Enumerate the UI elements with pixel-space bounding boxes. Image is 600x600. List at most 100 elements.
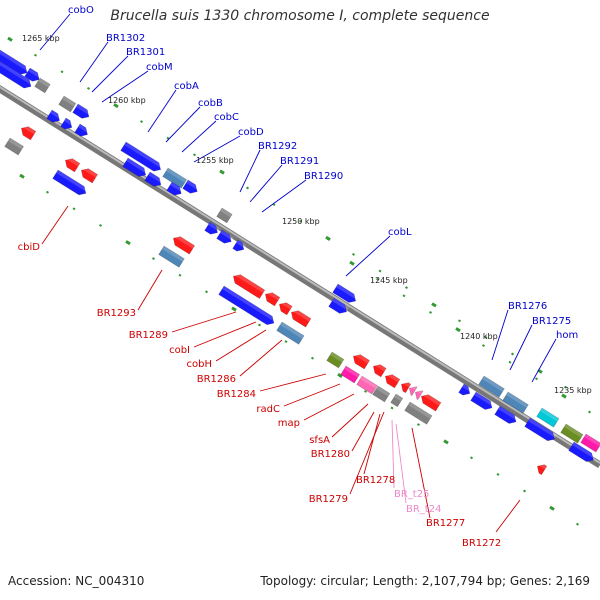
label-leaders [39, 13, 557, 533]
scale-tick [587, 410, 592, 414]
scale-label: 1260 kbp [108, 96, 146, 105]
leader-line [249, 164, 283, 203]
gene-shade [186, 180, 200, 191]
gene-shade [402, 380, 411, 388]
leader-line [349, 411, 385, 495]
gene-label: BR1284 [217, 389, 256, 400]
gene-shade [0, 50, 30, 72]
scale-tick [257, 323, 262, 327]
gene-feature [182, 179, 200, 194]
gene-label: sfsA [309, 435, 330, 446]
gene-shade [482, 376, 505, 392]
gene-shade [174, 234, 195, 249]
scale-tick [45, 190, 50, 194]
scale-tick [298, 219, 303, 223]
topology-stats: Topology: circular; Length: 2,107,794 bp… [260, 574, 590, 588]
gene-label: cobC [214, 112, 239, 123]
gene-label: BR_t25 [394, 489, 429, 500]
gene-arrow [232, 274, 266, 299]
scale-label: 1265 kbp [22, 34, 60, 43]
scale-tick [166, 136, 170, 140]
gene-label: cobB [198, 98, 223, 109]
scale-tick [192, 153, 197, 157]
gene-shade [422, 392, 441, 406]
gene-arrow [536, 407, 560, 428]
gene-label: BR1302 [106, 33, 145, 44]
scale-tick [151, 257, 156, 261]
gene-arrow [34, 77, 51, 94]
gene-feature [536, 407, 560, 428]
gene-shade [572, 442, 597, 459]
leader-line [491, 309, 509, 361]
scale-tick [484, 335, 488, 339]
gene-shade [336, 284, 359, 300]
gene-label: BR1278 [356, 475, 395, 486]
scale-tick [125, 240, 131, 246]
gene-label: BR1301 [126, 47, 165, 58]
gene-arrow [60, 117, 73, 130]
leader-line [395, 423, 407, 504]
gene-arrow [158, 245, 185, 268]
gene-shade [386, 372, 400, 383]
gene-shade [344, 366, 360, 378]
gene-shade [528, 418, 558, 438]
gene-arrow [332, 283, 357, 303]
leader-line [41, 205, 69, 245]
backbone-line [0, 85, 600, 468]
gene-arrow [46, 109, 60, 123]
gene-feature [502, 391, 529, 414]
gene-shade [236, 240, 247, 249]
scale-tick [310, 356, 315, 360]
gene-label: BR1293 [97, 308, 136, 319]
gene-shade [462, 384, 473, 393]
leader-line [165, 106, 201, 143]
gene-shade [538, 462, 547, 470]
gene-feature [494, 405, 519, 424]
gene-arrow [356, 375, 378, 395]
scale-tick [481, 344, 486, 348]
gene-shade [220, 208, 233, 218]
leader-line [101, 70, 149, 103]
gene-feature [278, 300, 293, 316]
scale-tick [72, 207, 76, 211]
gene-arrow [470, 391, 493, 410]
gene-label: cobI [169, 345, 190, 356]
gene-feature [524, 417, 558, 442]
gene-feature [404, 401, 433, 425]
leader-line [193, 321, 257, 348]
gene-arrow [74, 123, 88, 137]
gene-shade [280, 300, 293, 310]
scale-label: 1250 kbp [282, 217, 320, 226]
gene-shade [330, 352, 344, 363]
gene-arrow [0, 49, 28, 75]
gene-arrow [216, 207, 233, 224]
gene-feature [408, 384, 418, 397]
gene-label: cobH [187, 359, 212, 370]
scale-tick [563, 385, 568, 389]
gene-feature [52, 169, 89, 196]
gene-feature [46, 109, 63, 123]
scale-tick [60, 70, 64, 74]
leader-line [411, 427, 431, 519]
scale-ticks [7, 36, 592, 526]
gene-arrow [372, 364, 387, 378]
scale-tick [375, 277, 380, 281]
gene-feature [352, 352, 370, 370]
scale-label: 1240 kbp [460, 332, 498, 341]
gene-feature [216, 207, 233, 224]
gene-label: BR1289 [129, 330, 168, 341]
gene-feature [0, 59, 34, 89]
gene-arrow [122, 157, 147, 177]
leader-line [39, 13, 71, 51]
gene-arrow [420, 394, 442, 412]
leader-line [147, 89, 177, 133]
scale-tick [325, 235, 331, 241]
scale-tick [378, 269, 382, 273]
leader-line [331, 403, 369, 438]
gene-arrow [502, 391, 529, 414]
gene-shade [50, 110, 63, 120]
gene-arrow [278, 302, 293, 316]
gene-arrow [264, 292, 281, 307]
gene-feature [216, 229, 234, 244]
gene-arrow [372, 385, 391, 403]
